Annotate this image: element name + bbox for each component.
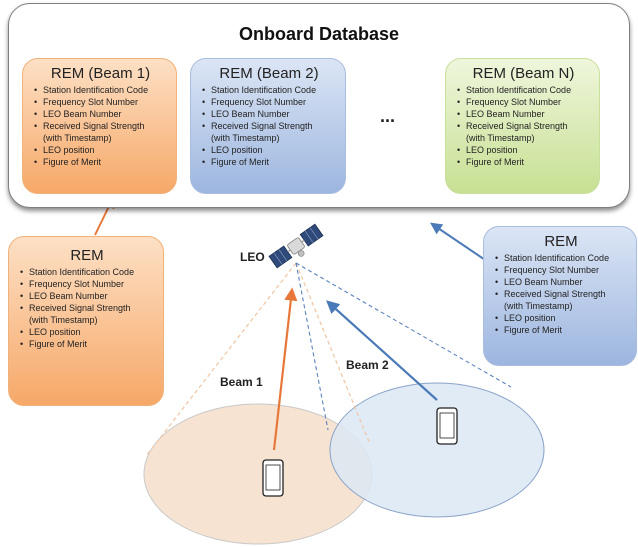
rem-field: Station Identification Code xyxy=(495,252,630,264)
rem-field: LEO position xyxy=(457,144,593,156)
rem-title: REM (Beam N) xyxy=(472,65,575,82)
rem-field: Received Signal Strength xyxy=(457,120,593,132)
rem-field: LEO position xyxy=(495,312,630,324)
beam2-footprint xyxy=(329,382,545,518)
rem-field: Received Signal Strength xyxy=(495,288,630,300)
rem-field-list: Station Identification Code Frequency Sl… xyxy=(17,266,157,350)
beam1-uplink-arrow xyxy=(272,287,298,451)
rem-field: Frequency Slot Number xyxy=(202,96,339,108)
rem-field: Frequency Slot Number xyxy=(34,96,170,108)
phone-icon-beam2 xyxy=(436,407,458,445)
satellite-icon xyxy=(268,223,324,269)
rem-field: Received Signal Strength xyxy=(202,120,339,132)
rem-field-list: Station Identification Code Frequency Sl… xyxy=(454,84,593,168)
rem-field: Received Signal Strength xyxy=(20,302,157,314)
rem-field: LEO position xyxy=(34,144,170,156)
rem-field: Received Signal Strength xyxy=(34,120,170,132)
rem-field-cont: (with Timestamp) xyxy=(29,315,98,325)
rem-card-beam2: REM (Beam 2) Station Identification Code… xyxy=(190,58,346,194)
rem-field: LEO Beam Number xyxy=(457,108,593,120)
rem-title: REM xyxy=(70,247,104,264)
database-title: Onboard Database xyxy=(238,24,400,44)
rem-field: Figure of Merit xyxy=(20,338,157,350)
rem-field: LEO Beam Number xyxy=(495,276,630,288)
rem-title: REM (Beam 2) xyxy=(219,65,319,82)
rem-field: Figure of Merit xyxy=(34,156,170,168)
rem-field: LEO Beam Number xyxy=(202,108,339,120)
rem-field-cont: (with Timestamp) xyxy=(43,133,112,143)
rem-card-uplink-beam1: REM Station Identification Code Frequenc… xyxy=(8,236,164,406)
rem-field: Frequency Slot Number xyxy=(20,278,157,290)
rem-card-beam-n: REM (Beam N) Station Identification Code… xyxy=(445,58,600,194)
rem-field: Frequency Slot Number xyxy=(495,264,630,276)
beam2-label: Beam 2 xyxy=(346,358,389,372)
satellite-label: LEO xyxy=(240,250,265,264)
more-beams-ellipsis: ... xyxy=(380,106,396,126)
beam2-cone xyxy=(295,262,512,431)
rem-card-beam1: REM (Beam 1) Station Identification Code… xyxy=(22,58,177,194)
rem-field-list: Station Identification Code Frequency Sl… xyxy=(31,84,170,168)
rem-field: Figure of Merit xyxy=(457,156,593,168)
rem-field: Figure of Merit xyxy=(495,324,630,336)
rem-title: REM xyxy=(544,233,578,250)
beam1-cone xyxy=(145,262,371,457)
phone-icon-beam1 xyxy=(262,459,284,497)
rem-title: REM (Beam 1) xyxy=(50,65,151,82)
beam1-label: Beam 1 xyxy=(220,375,263,389)
rem-field-list: Station Identification Code Frequency Sl… xyxy=(199,84,339,168)
rem-field: Station Identification Code xyxy=(34,84,170,96)
beam2-uplink-arrow xyxy=(326,300,438,401)
rem-field-cont: (with Timestamp) xyxy=(504,301,573,311)
rem-field: LEO position xyxy=(20,326,157,338)
rem-field: LEO Beam Number xyxy=(34,108,170,120)
rem-field-list: Station Identification Code Frequency Sl… xyxy=(492,252,630,336)
rem-field: Station Identification Code xyxy=(202,84,339,96)
rem-card-uplink-beam2: REM Station Identification Code Frequenc… xyxy=(483,226,637,366)
rem-field: Frequency Slot Number xyxy=(457,96,593,108)
rem-field: LEO Beam Number xyxy=(20,290,157,302)
rem-field: LEO position xyxy=(202,144,339,156)
rem-field-cont: (with Timestamp) xyxy=(211,133,280,143)
rem-field: Station Identification Code xyxy=(20,266,157,278)
rem-field: Station Identification Code xyxy=(457,84,593,96)
rem-field-cont: (with Timestamp) xyxy=(466,133,535,143)
rem-field: Figure of Merit xyxy=(202,156,339,168)
